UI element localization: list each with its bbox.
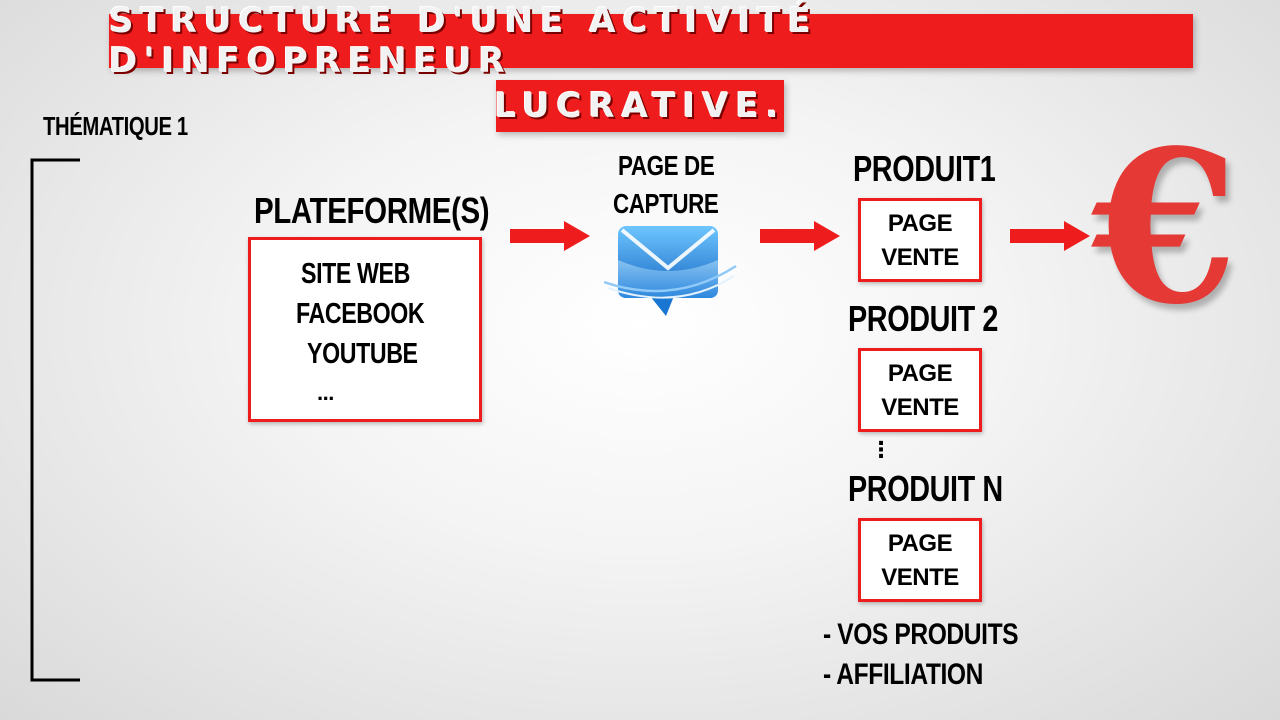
product-2-page-line-2: VENTE [881, 394, 959, 421]
product-n-page-line-1: PAGE [887, 530, 953, 557]
product-n-name: PRODUIT N [848, 468, 1003, 509]
arrow-right-1 [510, 221, 590, 251]
product-2-sales-page-box: PAGE VENTE [858, 348, 982, 432]
email-envelope-icon [604, 226, 737, 316]
euro-symbol-icon: € [1092, 104, 1239, 351]
product-2-page-line-1: PAGE [887, 360, 953, 387]
platform-item-youtube: YOUTUBE [307, 338, 418, 370]
platform-item-ellipsis: ... [317, 380, 334, 405]
capture-label-line-2: CAPTURE [613, 188, 719, 219]
product-1-name: PRODUIT1 [853, 148, 996, 189]
note-vos-produits: - VOS PRODUITS [823, 618, 1019, 651]
product-n-sales-page-box: PAGE VENTE [858, 518, 982, 602]
thematique-label: THÉMATIQUE 1 [43, 111, 188, 141]
title-text-2: LUCRATIVE. [494, 86, 786, 126]
platform-box: SITE WEB FACEBOOK YOUTUBE ... [248, 237, 482, 422]
vertical-ellipsis: ⋮ [870, 437, 892, 462]
product-2-name: PRODUIT 2 [848, 298, 999, 339]
thematique-bracket [30, 158, 80, 682]
capture-label-line-1: PAGE DE [618, 150, 715, 181]
title-line-1: STRUCTURE D'UNE ACTIVITÉ D'INFOPRENEUR [109, 1, 1193, 81]
product-1-page-line-1: PAGE [887, 210, 953, 237]
platform-item-facebook: FACEBOOK [296, 298, 425, 330]
platform-heading: PLATEFORME(S) [254, 190, 490, 231]
product-1-page-line-2: VENTE [881, 244, 959, 271]
product-n-page-line-2: VENTE [881, 564, 959, 591]
note-affiliation: - AFFILIATION [823, 658, 984, 691]
title-text-1: STRUCTURE D'UNE ACTIVITÉ D'INFOPRENEUR [109, 1, 818, 81]
platform-item-site-web: SITE WEB [301, 258, 410, 290]
arrow-right-2 [760, 221, 840, 251]
product-1-sales-page-box: PAGE VENTE [858, 198, 982, 282]
arrow-right-3 [1010, 221, 1090, 251]
title-line-2: LUCRATIVE. [494, 80, 786, 132]
